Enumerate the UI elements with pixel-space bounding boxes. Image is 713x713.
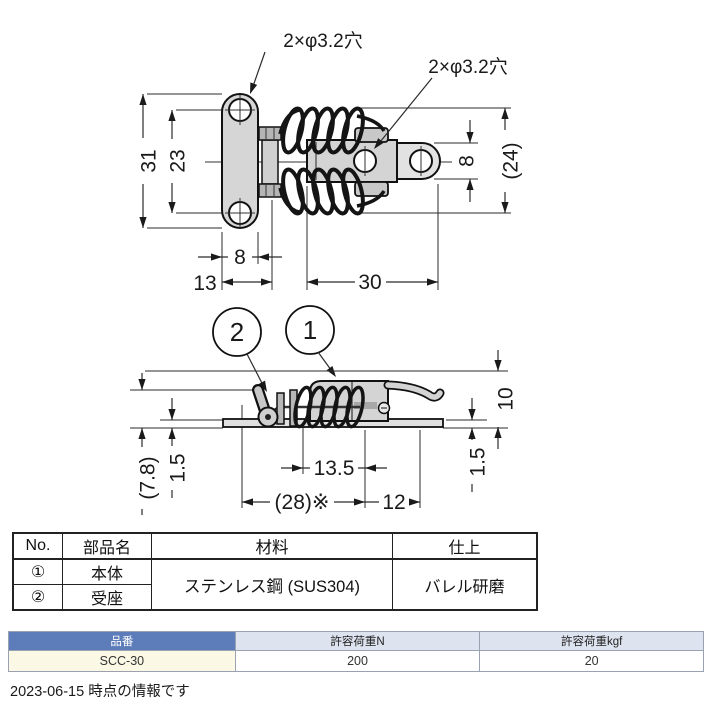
dim-1-5-left: 1.5 [167, 453, 190, 482]
table-row: ① 本体 ステンレス鋼 (SUS304) バレル研磨 [12, 558, 538, 611]
dim-7-8: (7.8) [137, 456, 160, 499]
dim-28: (28)※ [275, 491, 330, 514]
side-view: 2 1 [130, 305, 518, 515]
part-1-no: ① [12, 558, 63, 585]
spec-part-no: SCC-30 [8, 650, 236, 672]
side-spring [293, 385, 365, 429]
dim-24: (24) [500, 142, 523, 179]
dim-8-tab: 8 [456, 155, 479, 167]
hole-label-body: 2×φ3.2穴 [428, 56, 507, 78]
parts-table: No. 部品名 材料 仕上 ① 本体 ステンレス鋼 (SUS304) バレル研磨… [12, 532, 538, 611]
dim-13: 13 [193, 272, 216, 295]
hole-label-plate: 2×φ3.2穴 [283, 30, 362, 52]
spec-table: 品番 許容荷重N 許容荷重kgf SCC-30 200 20 [8, 631, 704, 672]
hook-lever [385, 382, 443, 400]
date-note: 2023-06-15 時点の情報です [10, 684, 190, 700]
dim-13-5: 13.5 [314, 457, 355, 480]
top-view: 31 23 8 (24) 8 13 30 2×φ3.2穴 2×φ3.2穴 [133, 30, 523, 295]
balloon-1 [285, 305, 335, 355]
balloon-2 [212, 307, 262, 357]
parts-material: ステンレス鋼 (SUS304) [151, 558, 393, 611]
parts-header-name: 部品名 [62, 532, 152, 560]
dim-31: 31 [138, 149, 161, 172]
table-row: ② 受座 [12, 584, 537, 611]
part-1-name: 本体 [62, 558, 152, 585]
spring-bottom [278, 167, 386, 216]
body-outline [306, 139, 398, 183]
spring-top [278, 106, 386, 155]
balloon-1-number: 1 [303, 315, 317, 345]
dim-23: 23 [167, 149, 190, 172]
parts-header-material: 材料 [151, 532, 393, 560]
parts-header-no: No. [12, 532, 63, 560]
parts-finish: バレル研磨 [392, 558, 538, 611]
dim-1-5-right: 1.5 [467, 447, 490, 476]
parts-header-finish: 仕上 [392, 532, 538, 560]
dim-8-plate: 8 [234, 246, 246, 269]
spec-load-kgf: 20 [479, 650, 704, 672]
balloon-2-number: 2 [230, 317, 244, 347]
dim-10: 10 [495, 387, 518, 410]
part-2-name: 受座 [62, 584, 152, 611]
dim-30: 30 [358, 271, 381, 294]
part-2-no: ② [12, 584, 63, 611]
dim-12: 12 [382, 491, 405, 514]
spec-header-part-no: 品番 [8, 631, 236, 651]
table-row: SCC-30 200 20 [8, 650, 704, 672]
spec-load-n: 200 [234, 650, 481, 672]
spec-header-load-n: 許容荷重N [234, 631, 481, 651]
spec-header-load-kgf: 許容荷重kgf [479, 631, 704, 651]
